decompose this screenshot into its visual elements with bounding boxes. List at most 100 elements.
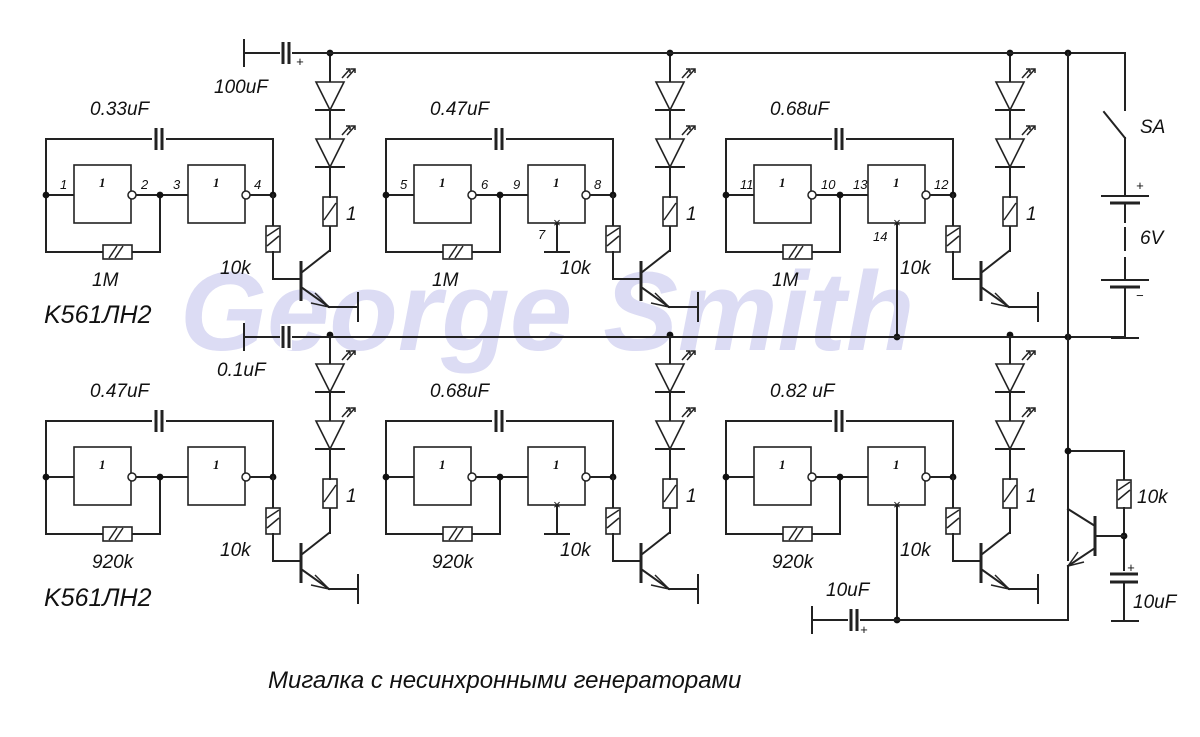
inverter-gate [413,164,472,224]
gate-symbol: 1 [439,175,446,190]
base-resistor-label: 10k [900,258,932,279]
relay-label: 1 [346,486,357,507]
junction-dot [156,473,164,481]
npn-transistor [639,249,671,309]
npn-transistor [299,531,331,591]
led [654,407,696,451]
inversion-bubble [921,190,931,200]
junction-dot [42,473,50,481]
npn-transistor [639,531,671,591]
relay-label: 1 [1026,486,1037,507]
inversion-bubble [921,472,931,482]
inverter-gate [527,446,586,506]
delay-cap-plus: + [1127,560,1135,575]
inversion-bubble [127,472,137,482]
diagram-title: Мигалка с несинхронными генераторами [268,667,741,694]
junction-dot [1064,447,1072,455]
led [314,350,356,394]
feedback-capacitor [494,128,504,150]
led [994,350,1036,394]
inversion-bubble [467,472,477,482]
pin-label: 7 [538,227,546,242]
gate-symbol: 1 [779,457,786,472]
switch-label: SA [1140,117,1165,138]
top-cap-plus: + [296,54,304,69]
led [994,407,1036,451]
capacitor-label: 0.68uF [430,381,491,402]
gate-symbol: 1 [553,457,560,472]
capacitor-label: 0.33uF [90,99,151,120]
feedback-capacitor [494,410,504,432]
junction-dot [722,473,730,481]
base-resistor-label: 10k [560,540,592,561]
resistor-label: 920k [92,552,135,573]
timing-resistor [782,526,813,542]
battery-label: 6V [1140,228,1166,249]
inversion-bubble [241,472,251,482]
pin-label: 2 [140,177,149,192]
led [314,407,356,451]
inversion-bubble [581,190,591,200]
inversion-bubble [241,190,251,200]
junction-dot [382,473,390,481]
gate-symbol: 1 [99,175,106,190]
relay-label: 1 [686,204,697,225]
pin-label: 14 [873,229,887,244]
npn-transistor [979,531,1011,591]
resistor-label: 920k [432,552,475,573]
relay-label: 1 [1026,204,1037,225]
resistor-label: 920k [772,552,815,573]
gate-symbol: 1 [213,457,220,472]
battery-minus-label: − [1136,288,1144,303]
npn-transistor [299,249,331,309]
pin-label: 9 [513,177,520,192]
inverter-gate [867,164,926,224]
gate-symbol: 1 [893,457,900,472]
base-resistor [945,225,961,253]
led [654,68,696,112]
feedback-capacitor [154,128,164,150]
gate-symbol: 1 [893,175,900,190]
relay-label: 1 [346,204,357,225]
npn-transistor [979,249,1011,309]
base-resistor [605,225,621,253]
chip-label-top: K561ЛН2 [44,301,152,329]
led [314,68,356,112]
timing-resistor [442,526,473,542]
feedback-capacitor [834,410,844,432]
delay-input-capacitor [849,609,859,631]
inverter-gate [73,164,132,224]
junction-dot [836,473,844,481]
switch-SA [1102,110,1127,140]
capacitor-label: 0.47uF [430,99,491,120]
led [314,125,356,169]
delay-cap-label: 10uF [1133,592,1178,613]
mid-bypass-cap-label: 0.1uF [217,360,267,381]
base-resistor [265,507,281,535]
feedback-capacitor [154,410,164,432]
inversion-bubble [467,190,477,200]
relay-label: 1 [686,486,697,507]
pin-label: 5 [400,177,408,192]
base-resistor [265,225,281,253]
relay-coil [1002,196,1018,227]
led [654,125,696,169]
capacitor-label: 0.47uF [90,381,151,402]
watermark: George Smith [180,249,914,374]
junction-dot [156,191,164,199]
relay-coil [662,196,678,227]
pin-label: 11 [740,177,754,192]
junction-dot [42,191,50,199]
timing-resistor [102,526,133,542]
delay-input-cap-label: 10uF [826,580,871,601]
pin-label: 12 [934,177,949,192]
base-resistor-label: 10k [900,540,932,561]
gate-symbol: 1 [439,457,446,472]
resistor-label: 1M [772,270,799,291]
timing-resistor [442,244,473,260]
delay-resistor [1116,479,1132,509]
